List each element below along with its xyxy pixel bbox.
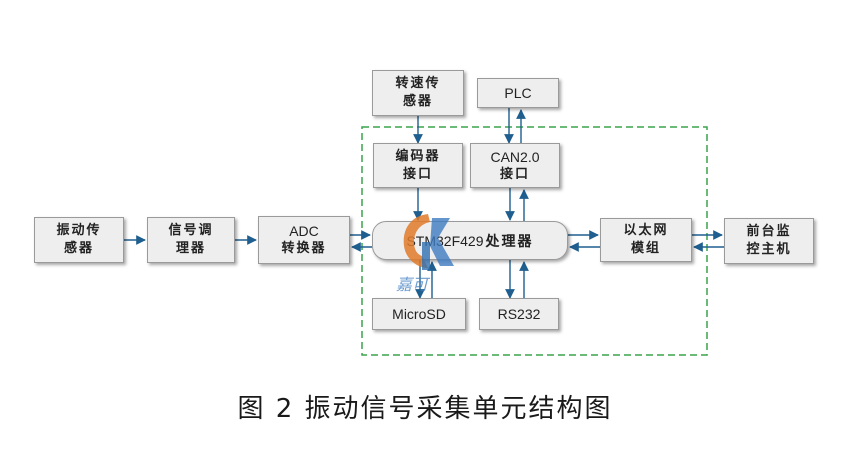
host-line1: 前台监 (746, 224, 792, 239)
signal-conditioner-box: 信号调 理器 (147, 217, 235, 263)
rs232-label: RS232 (497, 306, 541, 322)
encoder-line1: 编码器 (395, 148, 441, 164)
can-interface-box: CAN2.0 接口 (470, 143, 560, 188)
host-line2: 控主机 (746, 242, 792, 257)
speed-sensor-line2: 感器 (402, 94, 433, 109)
can-line2: 接口 (499, 166, 530, 182)
figure-caption: 图 2 振动信号采集单元结构图 (237, 394, 613, 424)
plc-label: PLC (504, 85, 532, 101)
encoder-line2: 接口 (402, 166, 433, 182)
encoder-interface-box: 编码器 接口 (373, 143, 463, 188)
processor-label: 处理器 (485, 233, 534, 250)
microsd-box: MicroSD (372, 298, 466, 330)
microsd-label: MicroSD (392, 306, 446, 322)
speed-sensor-line1: 转速传 (395, 76, 441, 91)
ethernet-line2: 模组 (630, 241, 661, 256)
ethernet-module-box: 以太网 模组 (600, 218, 692, 262)
speed-sensor-box: 转速传 感器 (372, 70, 464, 116)
vibration-sensor-box: 振动传 感器 (34, 217, 124, 263)
adc-line2: 转换器 (281, 241, 327, 256)
signal-conditioner-line2: 理器 (175, 241, 206, 256)
adc-converter-box: ADC 转换器 (258, 216, 350, 264)
processor-box: STM32F429 处理器 (372, 221, 568, 260)
rs232-box: RS232 (479, 298, 559, 330)
processor-model: STM32F429 (406, 232, 484, 249)
plc-box: PLC (477, 78, 559, 108)
vibration-sensor-line2: 感器 (63, 241, 94, 256)
signal-conditioner-line1: 信号调 (168, 223, 214, 238)
front-monitor-host-box: 前台监 控主机 (724, 218, 814, 264)
connector-arrows (124, 108, 724, 299)
can-line1: CAN2.0 (490, 148, 540, 165)
adc-line1: ADC (289, 223, 319, 239)
ethernet-line1: 以太网 (623, 223, 669, 238)
vibration-sensor-line1: 振动传 (56, 223, 102, 238)
